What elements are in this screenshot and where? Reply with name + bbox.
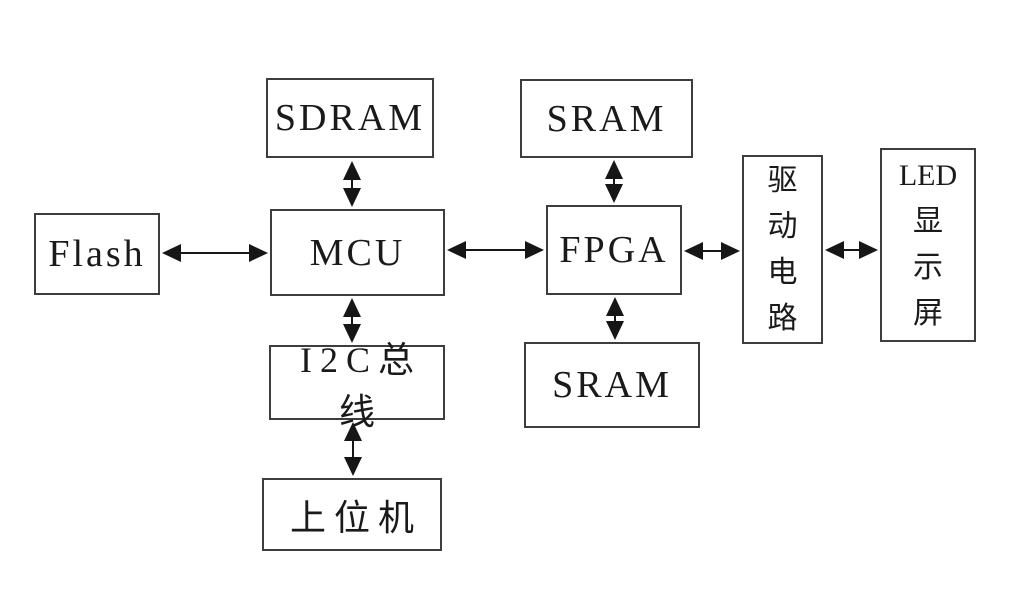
node-led-display-label: LED 显 示 屏 [898, 159, 958, 330]
node-host-computer: 上位机 [262, 478, 442, 551]
node-sram-bottom-label: SRAM [552, 364, 672, 406]
arrow-fpga-sram_bottom [606, 297, 624, 340]
arrow-mcu-i2c [343, 298, 361, 343]
node-i2c-bus: I2C总线 [269, 340, 445, 432]
arrow-sdram-mcu [343, 161, 361, 207]
node-host-computer-label: 上位机 [289, 497, 422, 538]
node-sdram-label: SDRAM [274, 97, 426, 139]
arrow-fpga-driver [684, 242, 740, 260]
arrow-i2c-host [344, 422, 362, 476]
node-sram-top: SRAM [520, 79, 693, 158]
node-fpga-label: FPGA [559, 229, 669, 271]
node-driver-circuit: 驱 动 电 路 [742, 155, 823, 344]
node-sram-top-label: SRAM [546, 97, 667, 140]
node-i2c-bus-label: I2C总线 [299, 339, 422, 432]
arrow-sram_top-fpga [605, 160, 623, 203]
node-mcu-label: MCU [309, 231, 406, 274]
node-flash-label: Flash [48, 233, 146, 275]
node-driver-circuit-label: 驱 动 电 路 [767, 163, 798, 335]
node-fpga: FPGA [546, 205, 682, 295]
node-led-display: LED 显 示 屏 [880, 148, 976, 342]
node-flash: Flash [34, 213, 160, 295]
node-sram-bottom: SRAM [524, 342, 700, 428]
arrow-mcu-fpga [447, 241, 544, 259]
arrow-flash-mcu [162, 244, 268, 262]
arrow-driver-led [825, 241, 878, 259]
node-sdram: SDRAM [266, 78, 434, 158]
node-mcu: MCU [270, 209, 445, 296]
